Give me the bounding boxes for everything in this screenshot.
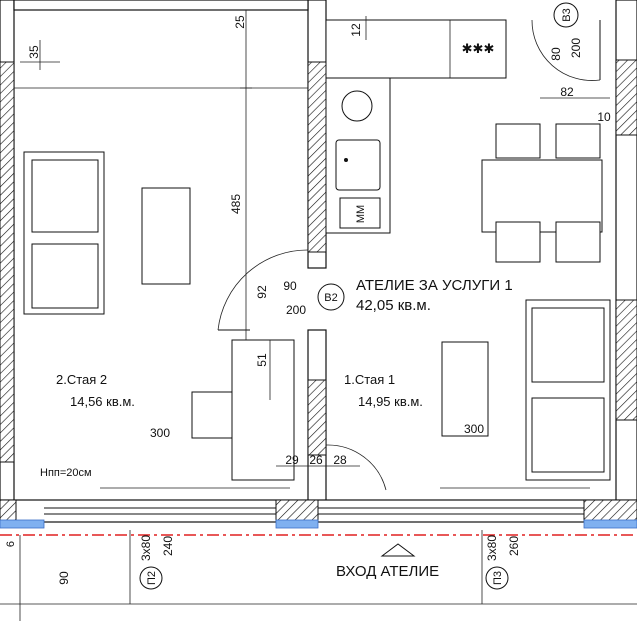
dim-3x80a: 3x80 xyxy=(139,535,153,561)
dim-92: 92 xyxy=(255,285,269,299)
stove-marks: ✱✱✱ xyxy=(462,41,495,56)
dim-29: 29 xyxy=(285,453,299,467)
dim-12: 12 xyxy=(349,23,363,37)
dim-3x80b: 3x80 xyxy=(485,535,499,561)
room2-furniture xyxy=(14,87,308,439)
chair xyxy=(555,123,601,159)
dim-6: 6 xyxy=(5,541,17,547)
doors xyxy=(217,19,601,557)
tag-p3: П3 xyxy=(485,566,509,590)
room1-furniture xyxy=(231,299,611,481)
appliance-label: ММ xyxy=(355,205,367,223)
entrance-label: ВХОД АТЕЛИЕ xyxy=(336,563,439,580)
tag-p2: П2 xyxy=(139,566,163,590)
apartment-area: 42,05 кв.м. xyxy=(356,297,431,314)
dim-10: 10 xyxy=(597,110,611,124)
wardrobe xyxy=(231,339,295,481)
dining-set xyxy=(481,123,603,263)
dim-200b: 200 xyxy=(286,303,306,317)
dim-26: 26 xyxy=(309,453,323,467)
side-table xyxy=(141,187,191,285)
dim-300a: 300 xyxy=(150,426,170,440)
dim-35: 35 xyxy=(27,45,41,59)
dim-80: 80 xyxy=(549,47,563,61)
chair xyxy=(495,221,541,263)
sink-icon xyxy=(335,139,381,191)
dim-240: 240 xyxy=(161,536,175,556)
chair xyxy=(555,221,601,263)
desk xyxy=(441,341,489,437)
room2-name: 2.Стая 2 xyxy=(56,372,107,387)
dim-90: 90 xyxy=(283,279,297,293)
kitchen: ММ ✱✱✱ xyxy=(325,19,507,234)
room1-area: 14,95 кв.м. xyxy=(358,394,423,409)
room2-area: 14,56 кв.м. xyxy=(70,394,135,409)
chair xyxy=(495,123,541,159)
cabinet xyxy=(191,391,239,439)
dim-82: 82 xyxy=(560,85,574,99)
dim-28: 28 xyxy=(333,453,347,467)
dim-90b: 90 xyxy=(57,571,71,585)
room1-name: 1.Стая 1 xyxy=(344,372,395,387)
svg-text:B3: B3 xyxy=(561,8,573,21)
dishwasher xyxy=(339,197,381,229)
dim-51: 51 xyxy=(255,353,269,367)
dim-200a: 200 xyxy=(569,38,583,58)
svg-text:B2: B2 xyxy=(324,292,337,304)
dim-300b: 300 xyxy=(464,422,484,436)
svg-text:П2: П2 xyxy=(146,571,158,585)
dim-260: 260 xyxy=(507,536,521,556)
apartment-title: АТЕЛИЕ ЗА УСЛУГИ 1 xyxy=(356,277,513,294)
dimension-lines xyxy=(20,10,610,604)
dim-485: 485 xyxy=(229,194,243,214)
drain-icon xyxy=(341,90,373,122)
svg-text:П3: П3 xyxy=(492,571,504,585)
tag-b2: B2 xyxy=(317,283,345,311)
tag-b3: B3 xyxy=(553,2,579,28)
dim-25: 25 xyxy=(233,15,247,29)
sill-height-note: Нпп=20см xyxy=(40,467,92,479)
